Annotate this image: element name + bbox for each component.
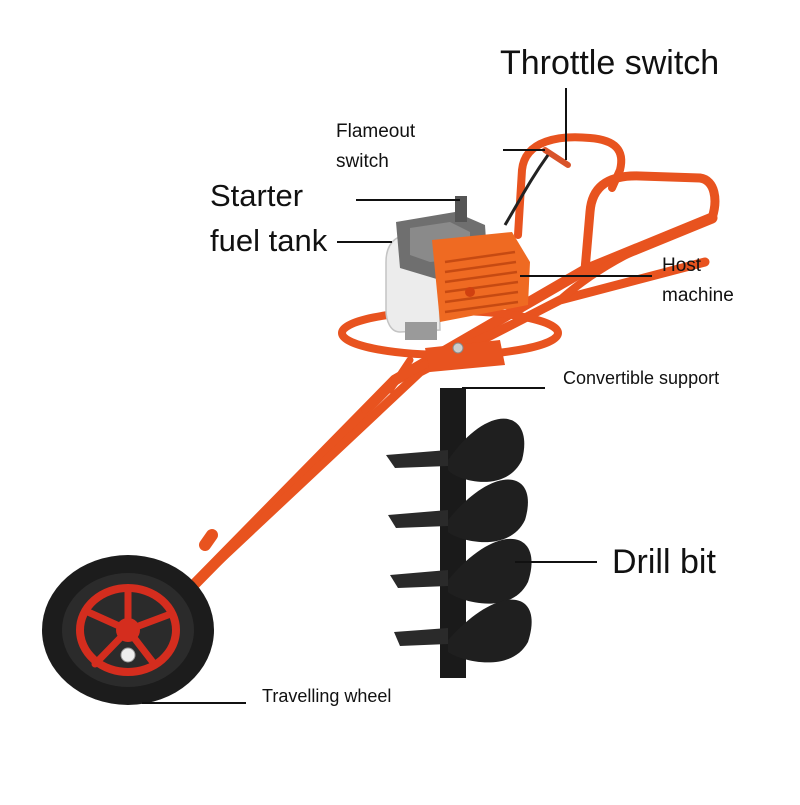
drill-bit-label: Drill bit (612, 543, 716, 581)
flameout-switch-label-line1: Flameout (336, 121, 416, 142)
throttle-switch-label: Throttle switch (500, 44, 720, 82)
travelling-wheel-label: Travelling wheel (262, 686, 392, 706)
starter-label: Starter (210, 178, 304, 213)
bolt-graphic (452, 342, 464, 354)
convertible-support-label: Convertible support (563, 368, 720, 388)
mount-plate-graphic (425, 340, 505, 372)
travelling-wheel-graphic (42, 555, 214, 705)
flameout-switch-label-line2: switch (336, 151, 389, 172)
engine-graphic (385, 147, 571, 340)
leader-lines (142, 88, 652, 704)
drill-bit-graphic (386, 388, 532, 678)
fuel-tank-label: fuel tank (210, 223, 328, 258)
host-machine-label-line2: machine (662, 285, 734, 306)
host-machine-label-line1: Host (662, 255, 702, 276)
